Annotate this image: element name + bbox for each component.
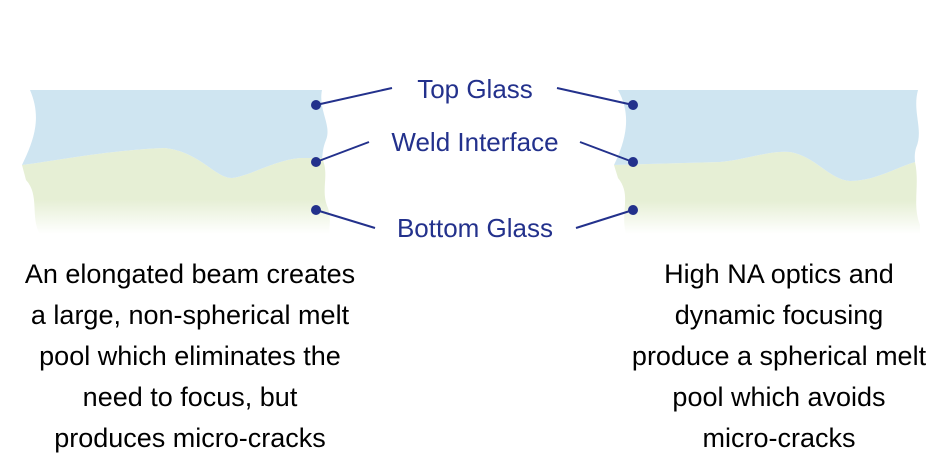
leader-bottom-right [575, 209, 634, 229]
right-caption-line: produce a spherical melt [631, 341, 927, 371]
marker-bottom-left [311, 205, 321, 215]
left-top-glass [22, 90, 328, 178]
leader-bottom-left [315, 209, 376, 229]
right-bottom-glass [614, 151, 920, 234]
marker-top-right [628, 100, 638, 110]
right-caption-line: dynamic focusing [674, 300, 884, 330]
left-caption-line: An elongated beam creates [24, 259, 356, 289]
marker-weld-left [311, 157, 321, 167]
right-caption-line: micro-cracks [702, 423, 856, 453]
left-caption-line: pool which eliminates the [39, 341, 341, 371]
left-caption-line: a large, non-spherical melt [30, 300, 350, 330]
left-caption-line: produces micro-cracks [54, 423, 326, 453]
left-bottom-glass [22, 148, 330, 234]
marker-weld-right [628, 157, 638, 167]
marker-top-left [311, 100, 321, 110]
right-caption-line: pool which avoids [672, 382, 886, 412]
right-caption-line: High NA optics and [664, 259, 894, 289]
left-caption: An elongated beam creates a large, non-s… [0, 254, 380, 459]
right-caption: High NA optics and dynamic focusing prod… [608, 254, 950, 459]
leader-top-right [556, 87, 634, 106]
left-caption-line: need to focus, but [82, 382, 298, 412]
label-top-glass: Top Glass [417, 74, 533, 104]
right-top-glass [614, 90, 919, 181]
label-bottom-glass: Bottom Glass [397, 213, 553, 243]
marker-bottom-right [628, 205, 638, 215]
label-weld-interface: Weld Interface [391, 127, 558, 157]
leader-weld-left [315, 141, 370, 163]
leader-top-left [315, 87, 393, 106]
leader-weld-right [579, 141, 634, 163]
